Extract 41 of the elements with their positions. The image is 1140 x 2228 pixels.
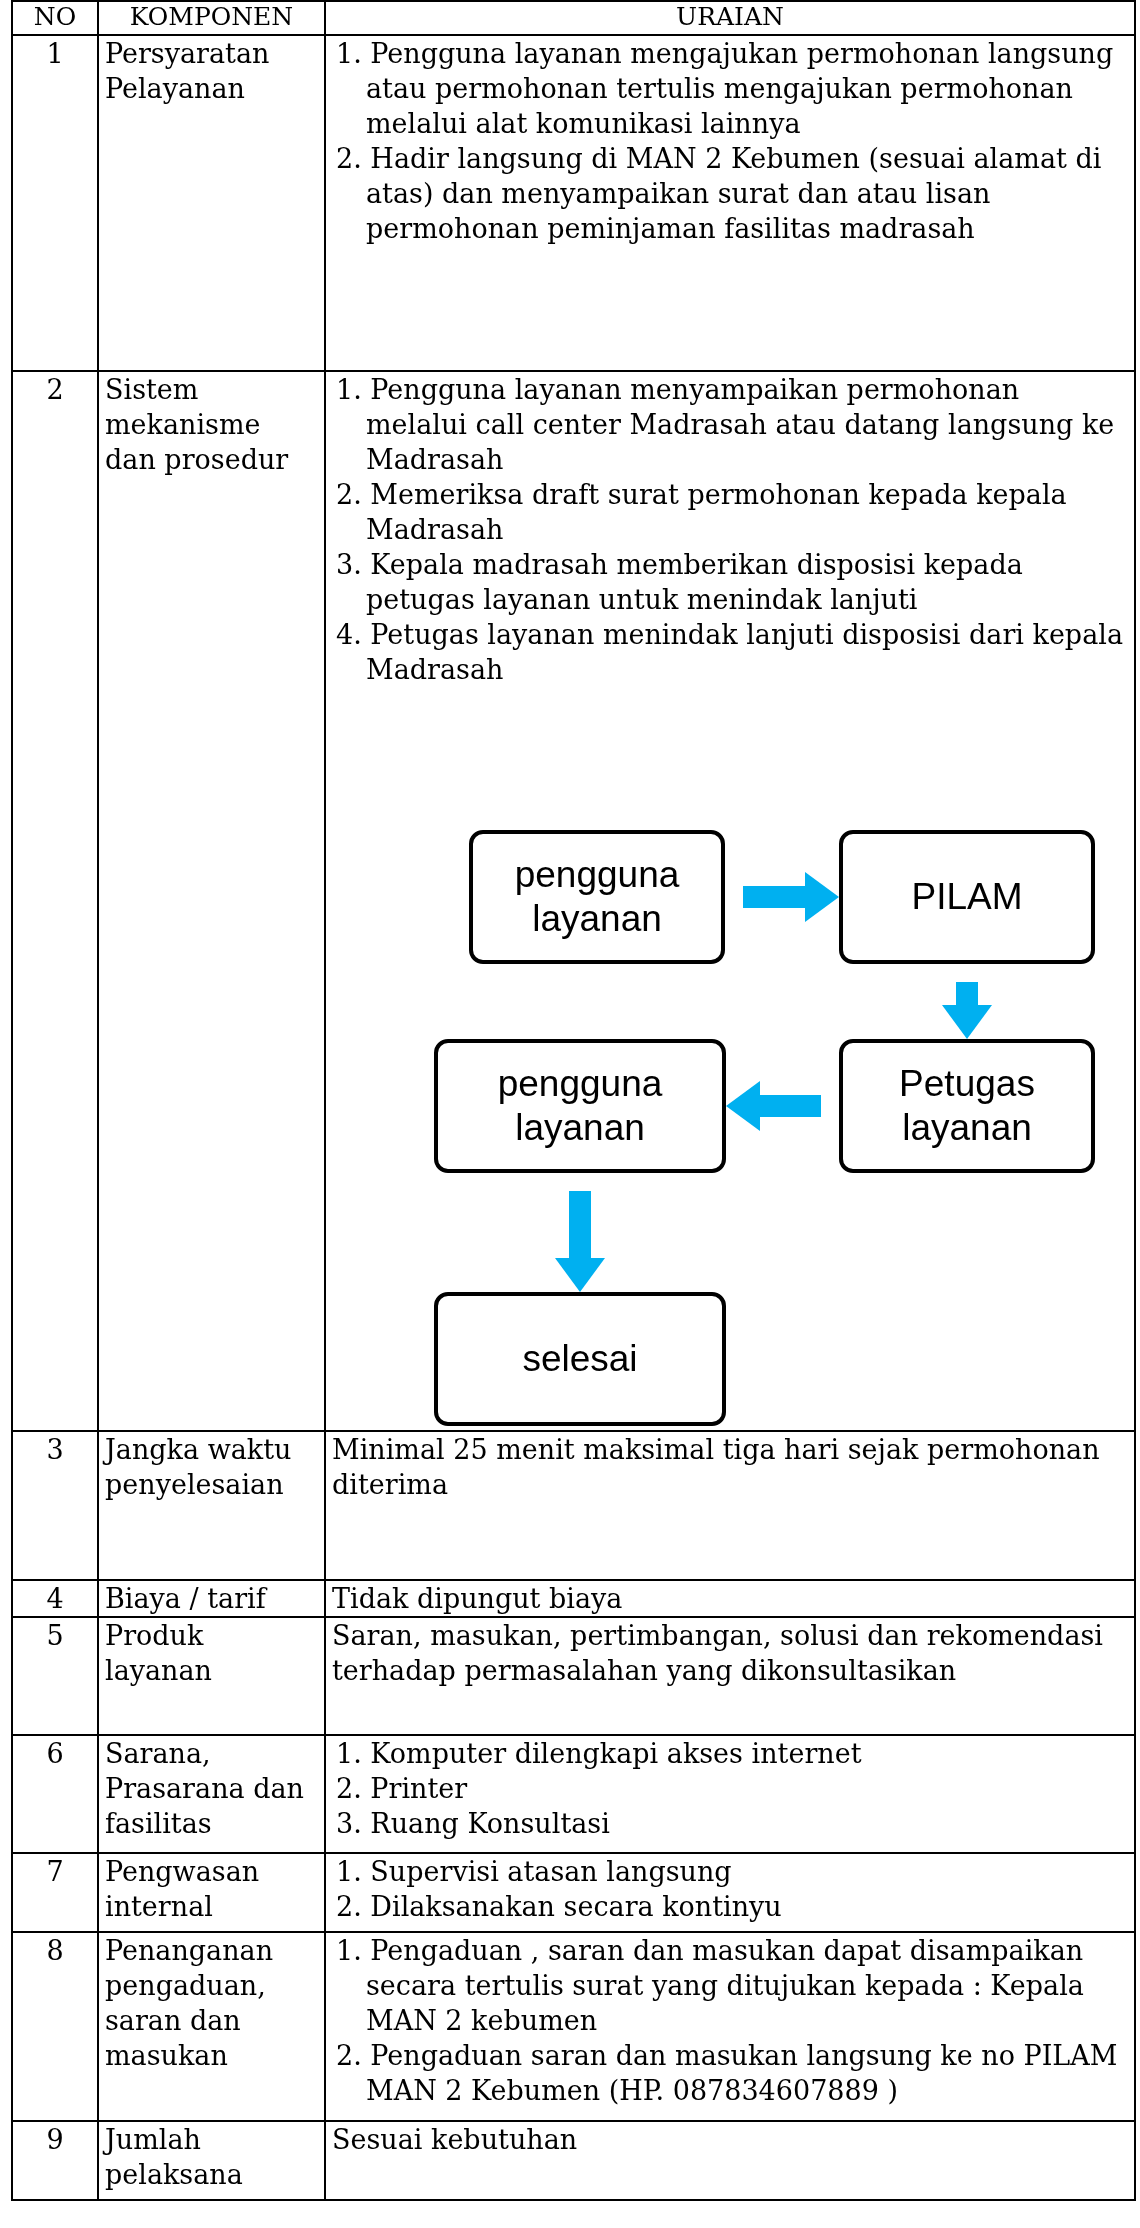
row-number: 9	[45, 2123, 65, 2157]
row-number: 6	[45, 1737, 65, 1771]
description-text: Tidak dipungut biaya	[332, 1582, 624, 1615]
list-item: 1. Supervisi atasan langsung	[335, 1855, 733, 1889]
component-name: Sistem mekanisme dan prosedur	[105, 373, 290, 477]
process-box: Petugas layanan	[839, 1039, 1095, 1173]
column-header: URAIAN	[675, 3, 785, 32]
component-name: Persyaratan Pelayanan	[105, 37, 271, 106]
list-item: 2. Memeriksa draft surat permohonan kepada kepala Madrasah	[335, 478, 1068, 547]
row-number: 8	[45, 1934, 65, 1968]
row-number: 2	[45, 373, 65, 407]
list-item: 2. Dilaksanakan secara kontinyu	[335, 1890, 783, 1924]
row-number: 1	[45, 37, 65, 71]
process-box: pengguna layanan	[434, 1039, 726, 1173]
list-item: 3. Kepala madrasah memberikan disposisi kepada petugas layanan untuk menindak lanjuti	[335, 548, 1024, 617]
row-number: 4	[45, 1582, 65, 1615]
list-item: 4. Petugas layanan menindak lanjuti disposisi dari kepala Madrasah	[335, 618, 1124, 687]
description-text: Minimal 25 menit maksimal tiga hari sejak permohonan diterima	[332, 1433, 1101, 1502]
row-number: 5	[45, 1619, 65, 1653]
component-name: Penanganan pengaduan, saran dan masukan	[105, 1934, 275, 2073]
row-number: 3	[45, 1433, 65, 1467]
list-item: 2. Pengaduan saran dan masukan langsung ke no PILAM MAN 2 Kebumen (HP. 087834607889 )	[335, 2039, 1119, 2108]
list-item: 1. Komputer dilengkapi akses internet	[335, 1737, 863, 1771]
process-box: PILAM	[839, 830, 1095, 964]
component-name: Produk layanan	[105, 1619, 213, 1688]
column-header: KOMPONEN	[128, 3, 295, 32]
list-item: 1. Pengaduan , saran dan masukan dapat disampaikan secara tertulis surat yang ditujukan kepada : Kepala MAN 2 kebumen	[335, 1934, 1085, 2038]
list-item: 1. Pengguna layanan mengajukan permohonan langsung atau permohonan tertulis mengajukan permohonan melalui alat komunikasi lainnya	[335, 37, 1115, 141]
component-name: Pengwasan internal	[105, 1855, 261, 1924]
description-text: Sesuai kebutuhan	[332, 2123, 579, 2157]
list-item: 2. Printer	[335, 1772, 469, 1806]
component-name: Biaya / tarif	[105, 1582, 269, 1615]
column-header: NO	[32, 3, 78, 32]
description-text: Saran, masukan, pertimbangan, solusi dan rekomendasi terhadap permasalahan yang dikonsultasikan	[332, 1619, 1104, 1688]
row-number: 7	[45, 1855, 65, 1889]
list-item: 2. Hadir langsung di MAN 2 Kebumen (sesuai alamat di atas) dan menyampaikan surat dan atau lisan permohonan peminjaman fasilitas madrasah	[335, 142, 1103, 246]
list-item: 3. Ruang Konsultasi	[335, 1807, 611, 1841]
process-box: selesai	[434, 1292, 726, 1426]
component-name: Sarana, Prasarana dan fasilitas	[105, 1737, 305, 1841]
process-box: pengguna layanan	[469, 830, 725, 964]
list-item: 1. Pengguna layanan menyampaikan permohonan melalui call center Madrasah atau datang langsung ke Madrasah	[335, 373, 1116, 477]
